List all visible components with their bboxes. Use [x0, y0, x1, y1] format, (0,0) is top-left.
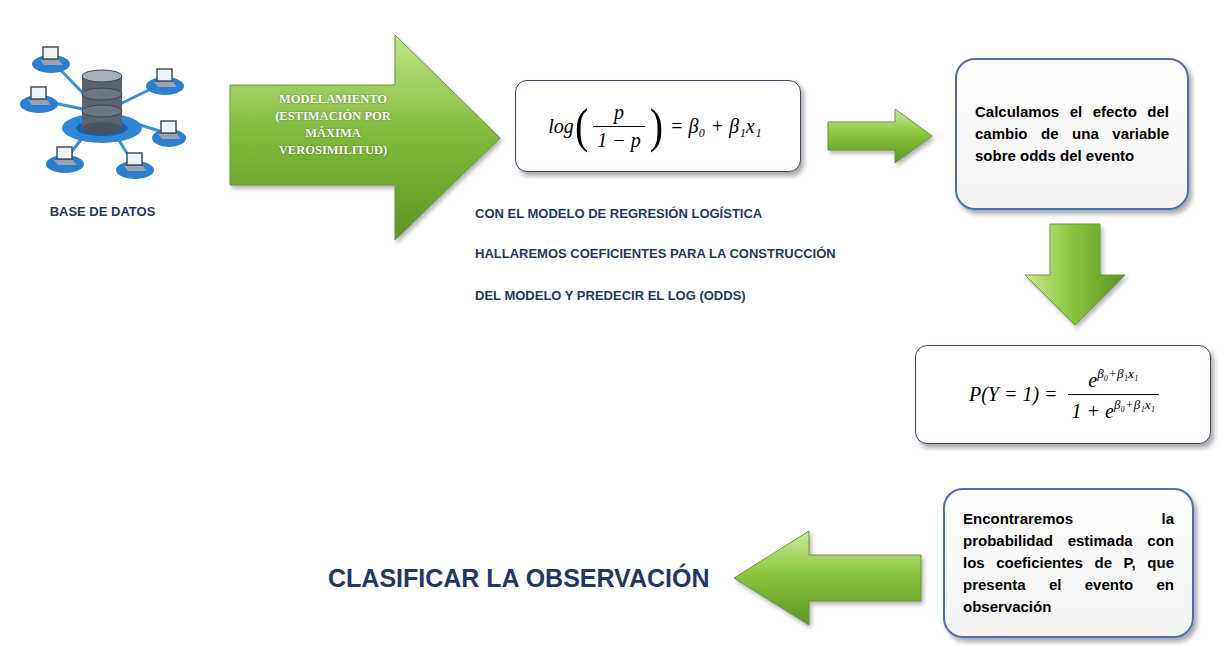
database-icon [15, 38, 190, 188]
process-box: Encontraremos la probabilidad estimada c… [943, 488, 1194, 638]
exponent: β₀+β₁x₁ [1097, 366, 1138, 381]
arrow-text: MODELAMIENTO (ESTIMACIÓN POR MÁXIMA VERO… [260, 91, 406, 159]
formula-text: log [548, 115, 574, 138]
box-text: Calculamos el efecto del cambio de una v… [975, 101, 1169, 167]
fraction: eβ₀+β₁x₁1 + eβ₀+β₁x₁ [1068, 366, 1159, 423]
formula: log(p1 − p)= β₀ + β₁x₁ [548, 101, 767, 152]
note-label: HALLAREMOS COEFICIENTES PARA LA CONSTRUC… [475, 246, 836, 261]
block-arrow [1025, 224, 1125, 325]
block-arrow [734, 531, 921, 625]
database-node: BASE DE DATOS [15, 38, 190, 230]
formula-text: = β₀ + β₁x₁ [670, 115, 762, 138]
formula-box: log(p1 − p)= β₀ + β₁x₁ [515, 80, 801, 172]
parenthesis: ( [575, 102, 588, 150]
big-block-arrow [230, 35, 500, 240]
note-label: CON EL MODELO DE REGRESIÓN LOGÍSTICA [475, 206, 762, 221]
box-text: Encontraremos la probabilidad estimada c… [963, 508, 1174, 618]
result-text: CLASIFICAR LA OBSERVACIÓN [328, 564, 710, 592]
arrow-shape-node: MODELAMIENTO (ESTIMACIÓN POR MÁXIMA VERO… [228, 33, 503, 243]
exponent: β₀+β₁x₁ [1114, 397, 1155, 412]
numerator: p [610, 101, 628, 126]
fraction: p1 − p [593, 101, 645, 152]
parenthesis: ) [650, 102, 663, 150]
formula-text: P(Y = 1) = [969, 383, 1058, 406]
formula-text: e [1088, 369, 1097, 391]
formula-box: P(Y = 1) =eβ₀+β₁x₁1 + eβ₀+β₁x₁ [915, 345, 1211, 444]
denominator: 1 + eβ₀+β₁x₁ [1068, 394, 1159, 423]
note-label: DEL MODELO Y PREDECIR EL LOG (ODDS) [475, 288, 746, 303]
arrow-outline [228, 33, 503, 243]
denominator: 1 − p [593, 126, 645, 152]
formula: P(Y = 1) =eβ₀+β₁x₁1 + eβ₀+β₁x₁ [963, 366, 1163, 423]
formula-text: 1 + e [1072, 400, 1114, 422]
numerator: eβ₀+β₁x₁ [1084, 366, 1142, 394]
block-arrow [828, 109, 932, 163]
node-label: BASE DE DATOS [15, 204, 190, 219]
process-box: Calculamos el efecto del cambio de una v… [955, 58, 1189, 210]
result-text-node: CLASIFICAR LA OBSERVACIÓN [328, 555, 716, 601]
